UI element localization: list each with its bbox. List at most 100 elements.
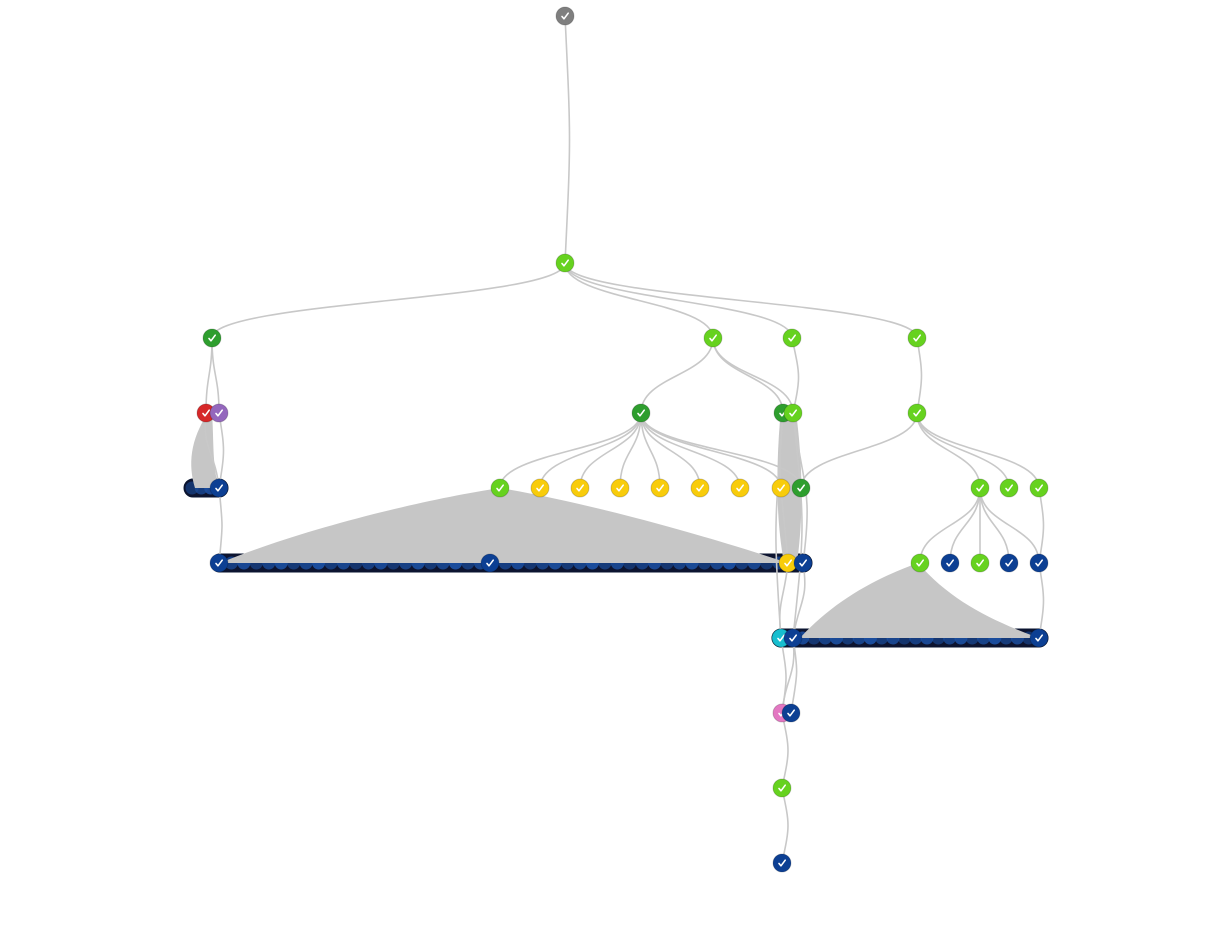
graph-node-b4[interactable] [907,328,927,348]
node-circle [730,478,750,498]
graph-node-e3[interactable] [778,553,798,573]
check-icon [789,409,797,417]
edge-b3-c5 [791,337,800,414]
graph-node-e9[interactable] [1029,553,1049,573]
node-circle [690,478,710,498]
edge-b2-c3 [640,337,714,414]
graph-node-y2[interactable] [570,478,590,498]
node-circle [970,553,990,573]
edge-root-a [564,15,571,264]
edge-fan-left [191,413,219,488]
node-circle [793,553,813,573]
graph-node-c6[interactable] [907,403,927,423]
graph-node-d1[interactable] [209,478,229,498]
graph-node-e1[interactable] [209,553,229,573]
graph-node-b2[interactable] [703,328,723,348]
check-icon [561,12,569,20]
check-icon [215,409,223,417]
edge-c3-d9 [640,412,802,489]
check-icon [215,559,223,567]
check-icon [778,859,786,867]
edge-d10-e8 [979,487,1010,564]
check-icon [709,334,717,342]
check-icon [486,559,494,567]
node-circle [783,403,803,423]
graph-node-f2[interactable] [783,628,803,648]
node-circle [631,403,651,423]
graph-node-f3[interactable] [1029,628,1049,648]
graph-node-c1[interactable] [196,403,216,423]
edge-c4-f1 [775,412,784,639]
graph-node-y5[interactable] [690,478,710,498]
edge-c3-y7 [640,412,782,489]
graph-node-e4[interactable] [793,553,813,573]
graph-node-g2[interactable] [781,703,801,723]
node-circle [610,478,630,498]
graph-node-b3[interactable] [782,328,802,348]
node-circle [209,478,229,498]
graph-node-e6[interactable] [940,553,960,573]
graph-node-e7[interactable] [970,553,990,573]
graph-node-y7[interactable] [771,478,791,498]
edge-c3-y1 [539,412,642,489]
node-circle [1029,478,1049,498]
check-icon [789,634,797,642]
check-icon [913,409,921,417]
graph-node-y4[interactable] [650,478,670,498]
graph-node-d2[interactable] [490,478,510,498]
graph-node-e5[interactable] [910,553,930,573]
graph-node-d12[interactable] [1029,478,1049,498]
node-circle [209,553,229,573]
graph-node-y3[interactable] [610,478,630,498]
edge-c3-y6 [640,412,741,489]
check-icon [616,484,624,492]
graph-node-d10[interactable] [970,478,990,498]
edge-bundle-mid [777,420,802,563]
node-circle [772,853,792,873]
check-icon [777,484,785,492]
edge-b1-c2 [211,337,220,414]
graph-node-d11[interactable] [999,478,1019,498]
edge-b4-c6 [916,337,923,414]
graph-node-b1[interactable] [202,328,222,348]
nodes-layer [196,6,1049,873]
graph-node-i1[interactable] [772,853,792,873]
edge-fan-right [800,563,1039,638]
graph-node-e8[interactable] [999,553,1019,573]
graph-node-d9[interactable] [791,478,811,498]
graph-node-root[interactable] [555,6,575,26]
edge-h1-i1 [781,787,789,864]
check-icon [656,484,664,492]
node-circle [791,478,811,498]
node-circle [782,328,802,348]
check-icon [787,709,795,717]
check-icon [1035,559,1043,567]
node-circle [999,553,1019,573]
edge-e3-f1 [779,562,789,639]
node-circle [555,253,575,273]
check-icon [797,484,805,492]
edge-fan-main [220,488,788,563]
edge-d10-e6 [949,487,981,564]
check-icon [784,559,792,567]
graph-node-c3[interactable] [631,403,651,423]
edge-c3-y3 [619,412,642,489]
node-circle [570,478,590,498]
edge-b1-c1 [205,337,213,414]
graph-node-c5[interactable] [783,403,803,423]
check-icon [637,409,645,417]
node-circle [1029,553,1049,573]
graph-node-h1[interactable] [772,778,792,798]
graph-node-a[interactable] [555,253,575,273]
graph-node-y6[interactable] [730,478,750,498]
check-icon [976,559,984,567]
edge-a-b2 [564,262,714,339]
graph-node-e2[interactable] [480,553,500,573]
graph-node-c2[interactable] [209,403,229,423]
check-icon [976,484,984,492]
graph-node-y1[interactable] [530,478,550,498]
node-circle [555,6,575,26]
edge-d12-e9 [1038,487,1045,564]
fans-layer [191,413,1039,638]
